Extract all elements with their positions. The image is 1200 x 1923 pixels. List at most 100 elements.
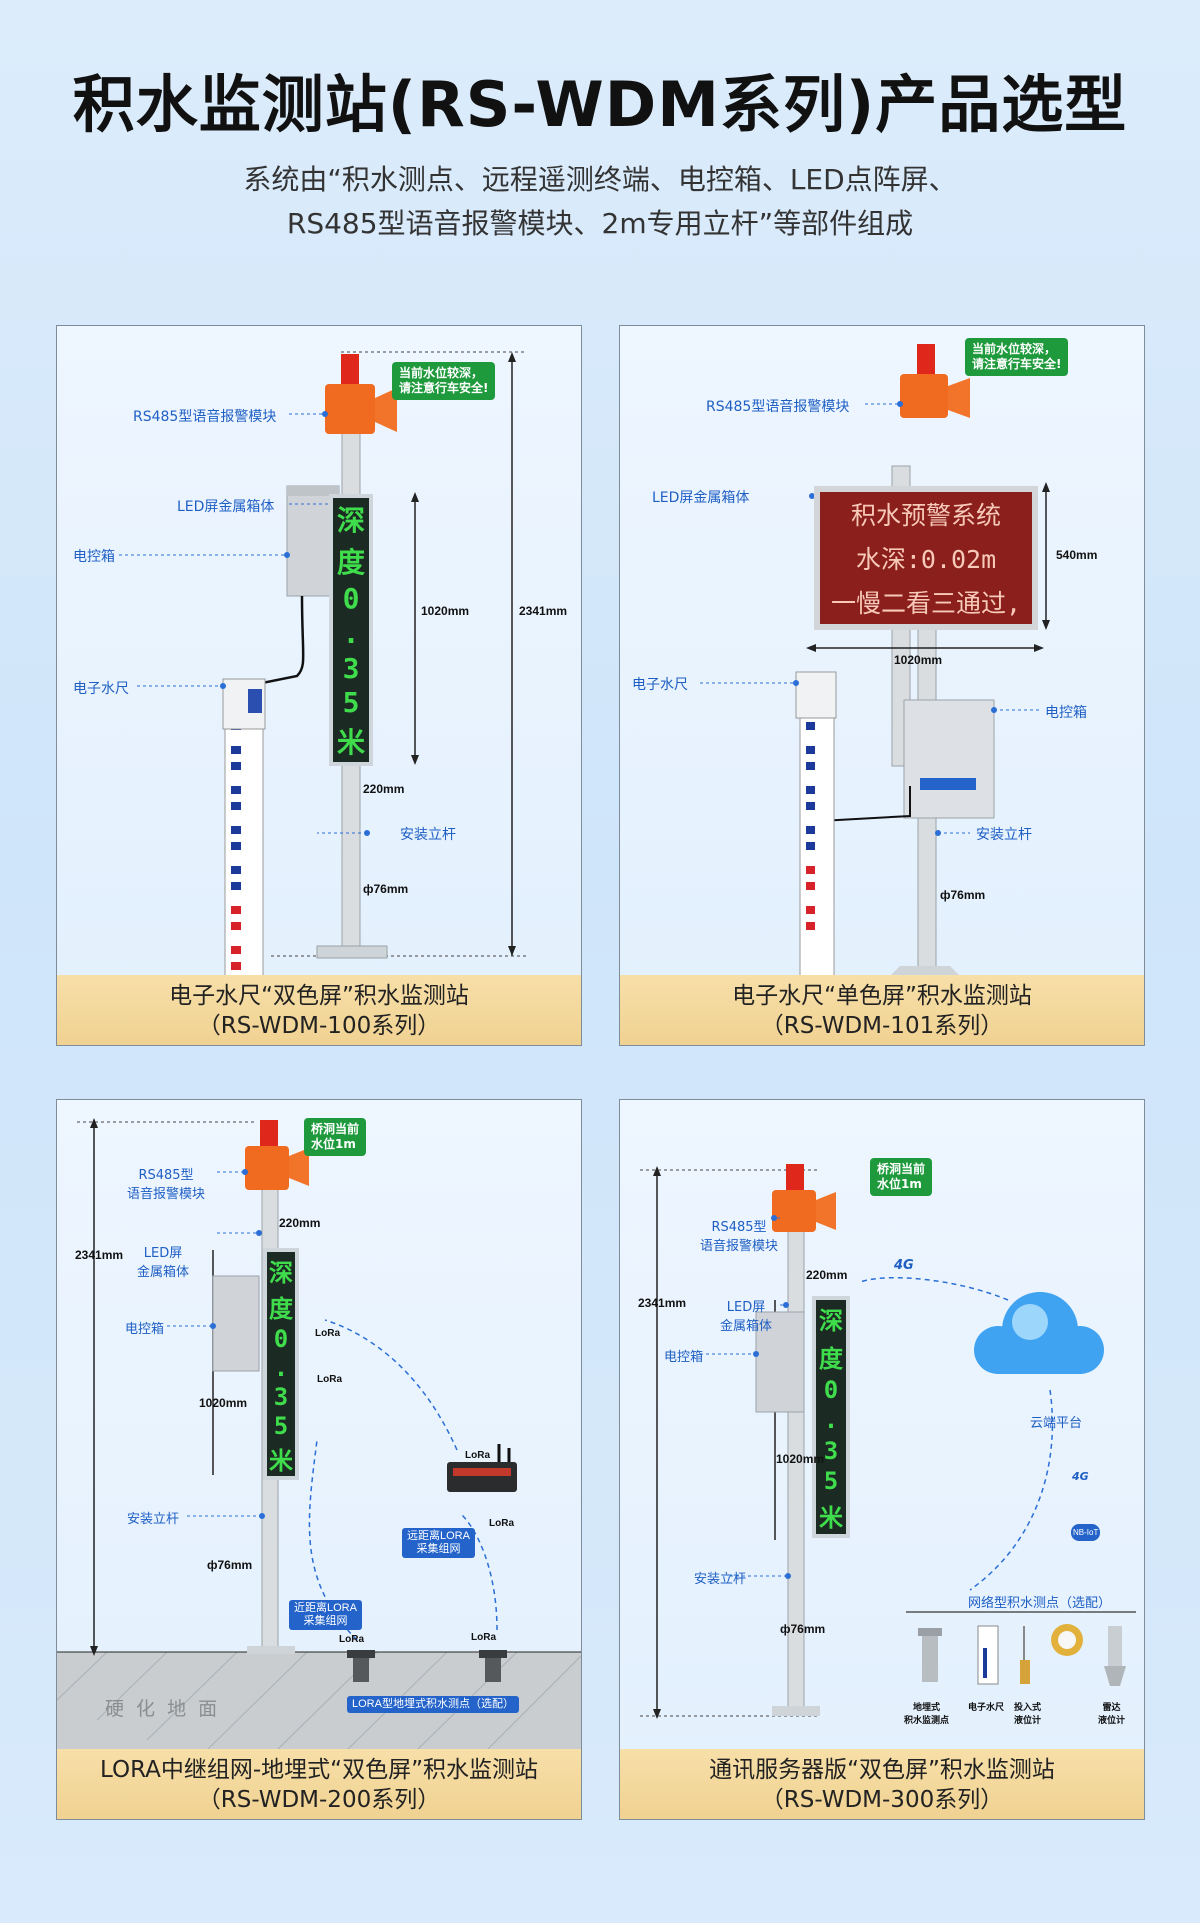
product-caption: LORA中继组网-地埋式“双色屏”积水监测站 （RS-WDM-200系列） — [57, 1749, 581, 1819]
led-char: 3 — [823, 1436, 839, 1465]
label-control-box: 电控箱 — [1045, 705, 1087, 721]
product-caption: 通讯服务器版“双色屏”积水监测站 （RS-WDM-300系列） — [620, 1749, 1144, 1819]
dim-total-height: 2341mm — [75, 1248, 124, 1262]
led-line: 一慢二看三通过, — [830, 589, 1022, 618]
4g-icon: 4G — [894, 1258, 914, 1273]
caption-name: 电子水尺“双色屏”积水监测站 — [169, 983, 469, 1009]
label-control-box: 电控箱 — [73, 549, 115, 565]
dim-screen-width: 220mm — [279, 1216, 321, 1230]
label-cloud-platform: 云端平台 — [1030, 1416, 1083, 1431]
led-char: 0 — [823, 1376, 839, 1405]
label-led-box: LED屏 金属箱体 — [137, 1242, 189, 1280]
label-gauge: 电子水尺 — [73, 681, 129, 697]
led-char: 5 — [273, 1411, 289, 1440]
lora-icon: LoRa — [489, 1518, 514, 1529]
label-alarm-line1: RS485型 — [138, 1168, 194, 1183]
voice-alert-bubble: 当前水位较深， 请注意行车安全! — [965, 338, 1069, 376]
label-led-box: LED屏金属箱体 — [652, 490, 750, 506]
led-char: 3 — [342, 651, 360, 685]
far-lora-network-tag: 远距离LORA 采集组网 — [402, 1528, 475, 1558]
vertical-led-screen: 深 度 0 . 3 5 米 — [263, 1248, 299, 1480]
led-char: 0 — [342, 582, 360, 616]
led-char: 5 — [342, 686, 360, 720]
label-led-box-line1: LED屏 — [726, 1300, 766, 1315]
sensor-water-gauge: 电子水尺 — [968, 1702, 1005, 1712]
lora-icon: LoRa — [315, 1328, 340, 1339]
label-pole: 安装立杆 — [976, 827, 1032, 843]
vertical-led-screen: 深 度 0 . 3 5 米 — [329, 494, 373, 766]
product-caption: 电子水尺“双色屏”积水监测站 （RS-WDM-100系列） — [57, 975, 581, 1045]
led-char: 3 — [273, 1382, 289, 1411]
lora-buried-point-tag: LORA型地埋式积水测点（选配） — [347, 1696, 519, 1713]
near-lora-network-tag: 近距离LORA 采集组网 — [289, 1600, 362, 1630]
led-char: . — [823, 1406, 839, 1435]
led-char: . — [342, 616, 360, 650]
page-title: 积水监测站(RS-WDM系列)产品选型 — [72, 68, 1128, 141]
label-network-points: 网络型积水测点（选配） — [968, 1596, 1112, 1611]
label-pole: 安装立杆 — [694, 1572, 747, 1587]
label-led-box: LED屏 金属箱体 — [720, 1296, 772, 1334]
station-illustration — [640, 1164, 1136, 1719]
label-alarm-module: RS485型 语音报警模块 — [127, 1164, 205, 1202]
lora-icon: LoRa — [339, 1634, 364, 1645]
label-ground: 硬 化 地 面 — [105, 1698, 221, 1720]
sensor-radar-level: 雷达 液位计 — [1098, 1702, 1126, 1725]
label-pole: 安装立杆 — [400, 827, 456, 843]
led-char: 5 — [823, 1467, 839, 1496]
station-illustration — [700, 344, 1050, 1045]
caption-name: 通讯服务器版“双色屏”积水监测站 — [709, 1757, 1055, 1783]
caption-model: （RS-WDM-200系列） — [197, 1787, 441, 1813]
sensor-submersible-level: 投入式 液位计 — [1014, 1702, 1042, 1725]
dim-pole-diameter: ф76mm — [207, 1558, 253, 1572]
label-alarm-line2: 语音报警模块 — [127, 1187, 206, 1202]
led-char: 深 — [269, 1258, 293, 1287]
led-char: 米 — [336, 726, 365, 760]
led-line: 积水预警系统 — [850, 501, 1001, 530]
dim-screen-width: 1020mm — [894, 653, 943, 667]
caption-model: （RS-WDM-101系列） — [760, 1013, 1004, 1039]
water-level-bubble: 桥洞当前 水位1m — [870, 1158, 933, 1196]
horizontal-led-screen: 积水预警系统 水深:0.02m 一慢二看三通过, — [814, 486, 1038, 630]
product-card-wdm-300: 深 度 0 . 3 5 米 桥洞当前 水位1m RS485型 语音报警模块 LE… — [619, 1099, 1145, 1820]
led-char: 深 — [819, 1307, 843, 1336]
label-control-box: 电控箱 — [125, 1322, 165, 1337]
label-control-box: 电控箱 — [664, 1350, 704, 1365]
product-card-wdm-100: 深 度 0 . 3 5 米 当前水位较深， 请注意行车安全! RS485型语音报… — [56, 325, 582, 1046]
lora-icon: LoRa — [317, 1374, 342, 1385]
label-pole: 安装立杆 — [127, 1512, 180, 1527]
dim-total-height: 2341mm — [638, 1296, 687, 1310]
label-led-box-line2: 金属箱体 — [720, 1319, 773, 1334]
caption-name: LORA中继组网-地埋式“双色屏”积水监测站 — [99, 1757, 538, 1783]
led-char: 度 — [336, 545, 365, 579]
voice-alert-bubble: 当前水位较深， 请注意行车安全! — [392, 362, 496, 400]
led-char: . — [273, 1353, 289, 1382]
led-char: 度 — [269, 1294, 293, 1323]
caption-model: （RS-WDM-100系列） — [197, 1013, 441, 1039]
dim-screen-height: 1020mm — [776, 1452, 825, 1466]
label-alarm-module: RS485型语音报警模块 — [706, 399, 850, 415]
nb-iot-icon: NB-IoT — [1071, 1524, 1101, 1541]
led-char: 深 — [336, 503, 365, 537]
water-level-bubble: 桥洞当前 水位1m — [304, 1118, 367, 1156]
led-char: 度 — [819, 1344, 843, 1373]
label-alarm-line1: RS485型 — [711, 1220, 767, 1235]
label-led-box: LED屏金属箱体 — [177, 499, 275, 515]
led-char: 米 — [269, 1446, 293, 1475]
label-gauge: 电子水尺 — [632, 677, 688, 693]
led-char: 0 — [273, 1324, 289, 1353]
dim-pole-diameter: ф76mm — [363, 882, 409, 896]
dim-screen-width: 220mm — [806, 1268, 848, 1282]
label-alarm-module: RS485型 语音报警模块 — [700, 1216, 778, 1254]
label-alarm-module: RS485型语音报警模块 — [133, 409, 277, 425]
led-line: 水深:0.02m — [855, 545, 997, 574]
lora-icon: LoRa — [465, 1450, 490, 1461]
product-card-wdm-200: 深 度 0 . 3 5 米 桥洞当前 水位1m RS485型 语音报警模块 LE… — [56, 1099, 582, 1820]
station-illustration — [119, 351, 527, 1045]
dim-pole-diameter: ф76mm — [940, 888, 986, 902]
label-led-box-line2: 金属箱体 — [137, 1265, 190, 1280]
product-caption: 电子水尺“单色屏”积水监测站 （RS-WDM-101系列） — [620, 975, 1144, 1045]
caption-name: 电子水尺“单色屏”积水监测站 — [732, 983, 1032, 1009]
subtitle-line-2: RS485型语音报警模块、2m专用立杆”等部件组成 — [286, 207, 914, 240]
sensor-buried-point: 地埋式 积水监测点 — [904, 1702, 950, 1725]
lora-icon: LoRa — [471, 1632, 496, 1643]
